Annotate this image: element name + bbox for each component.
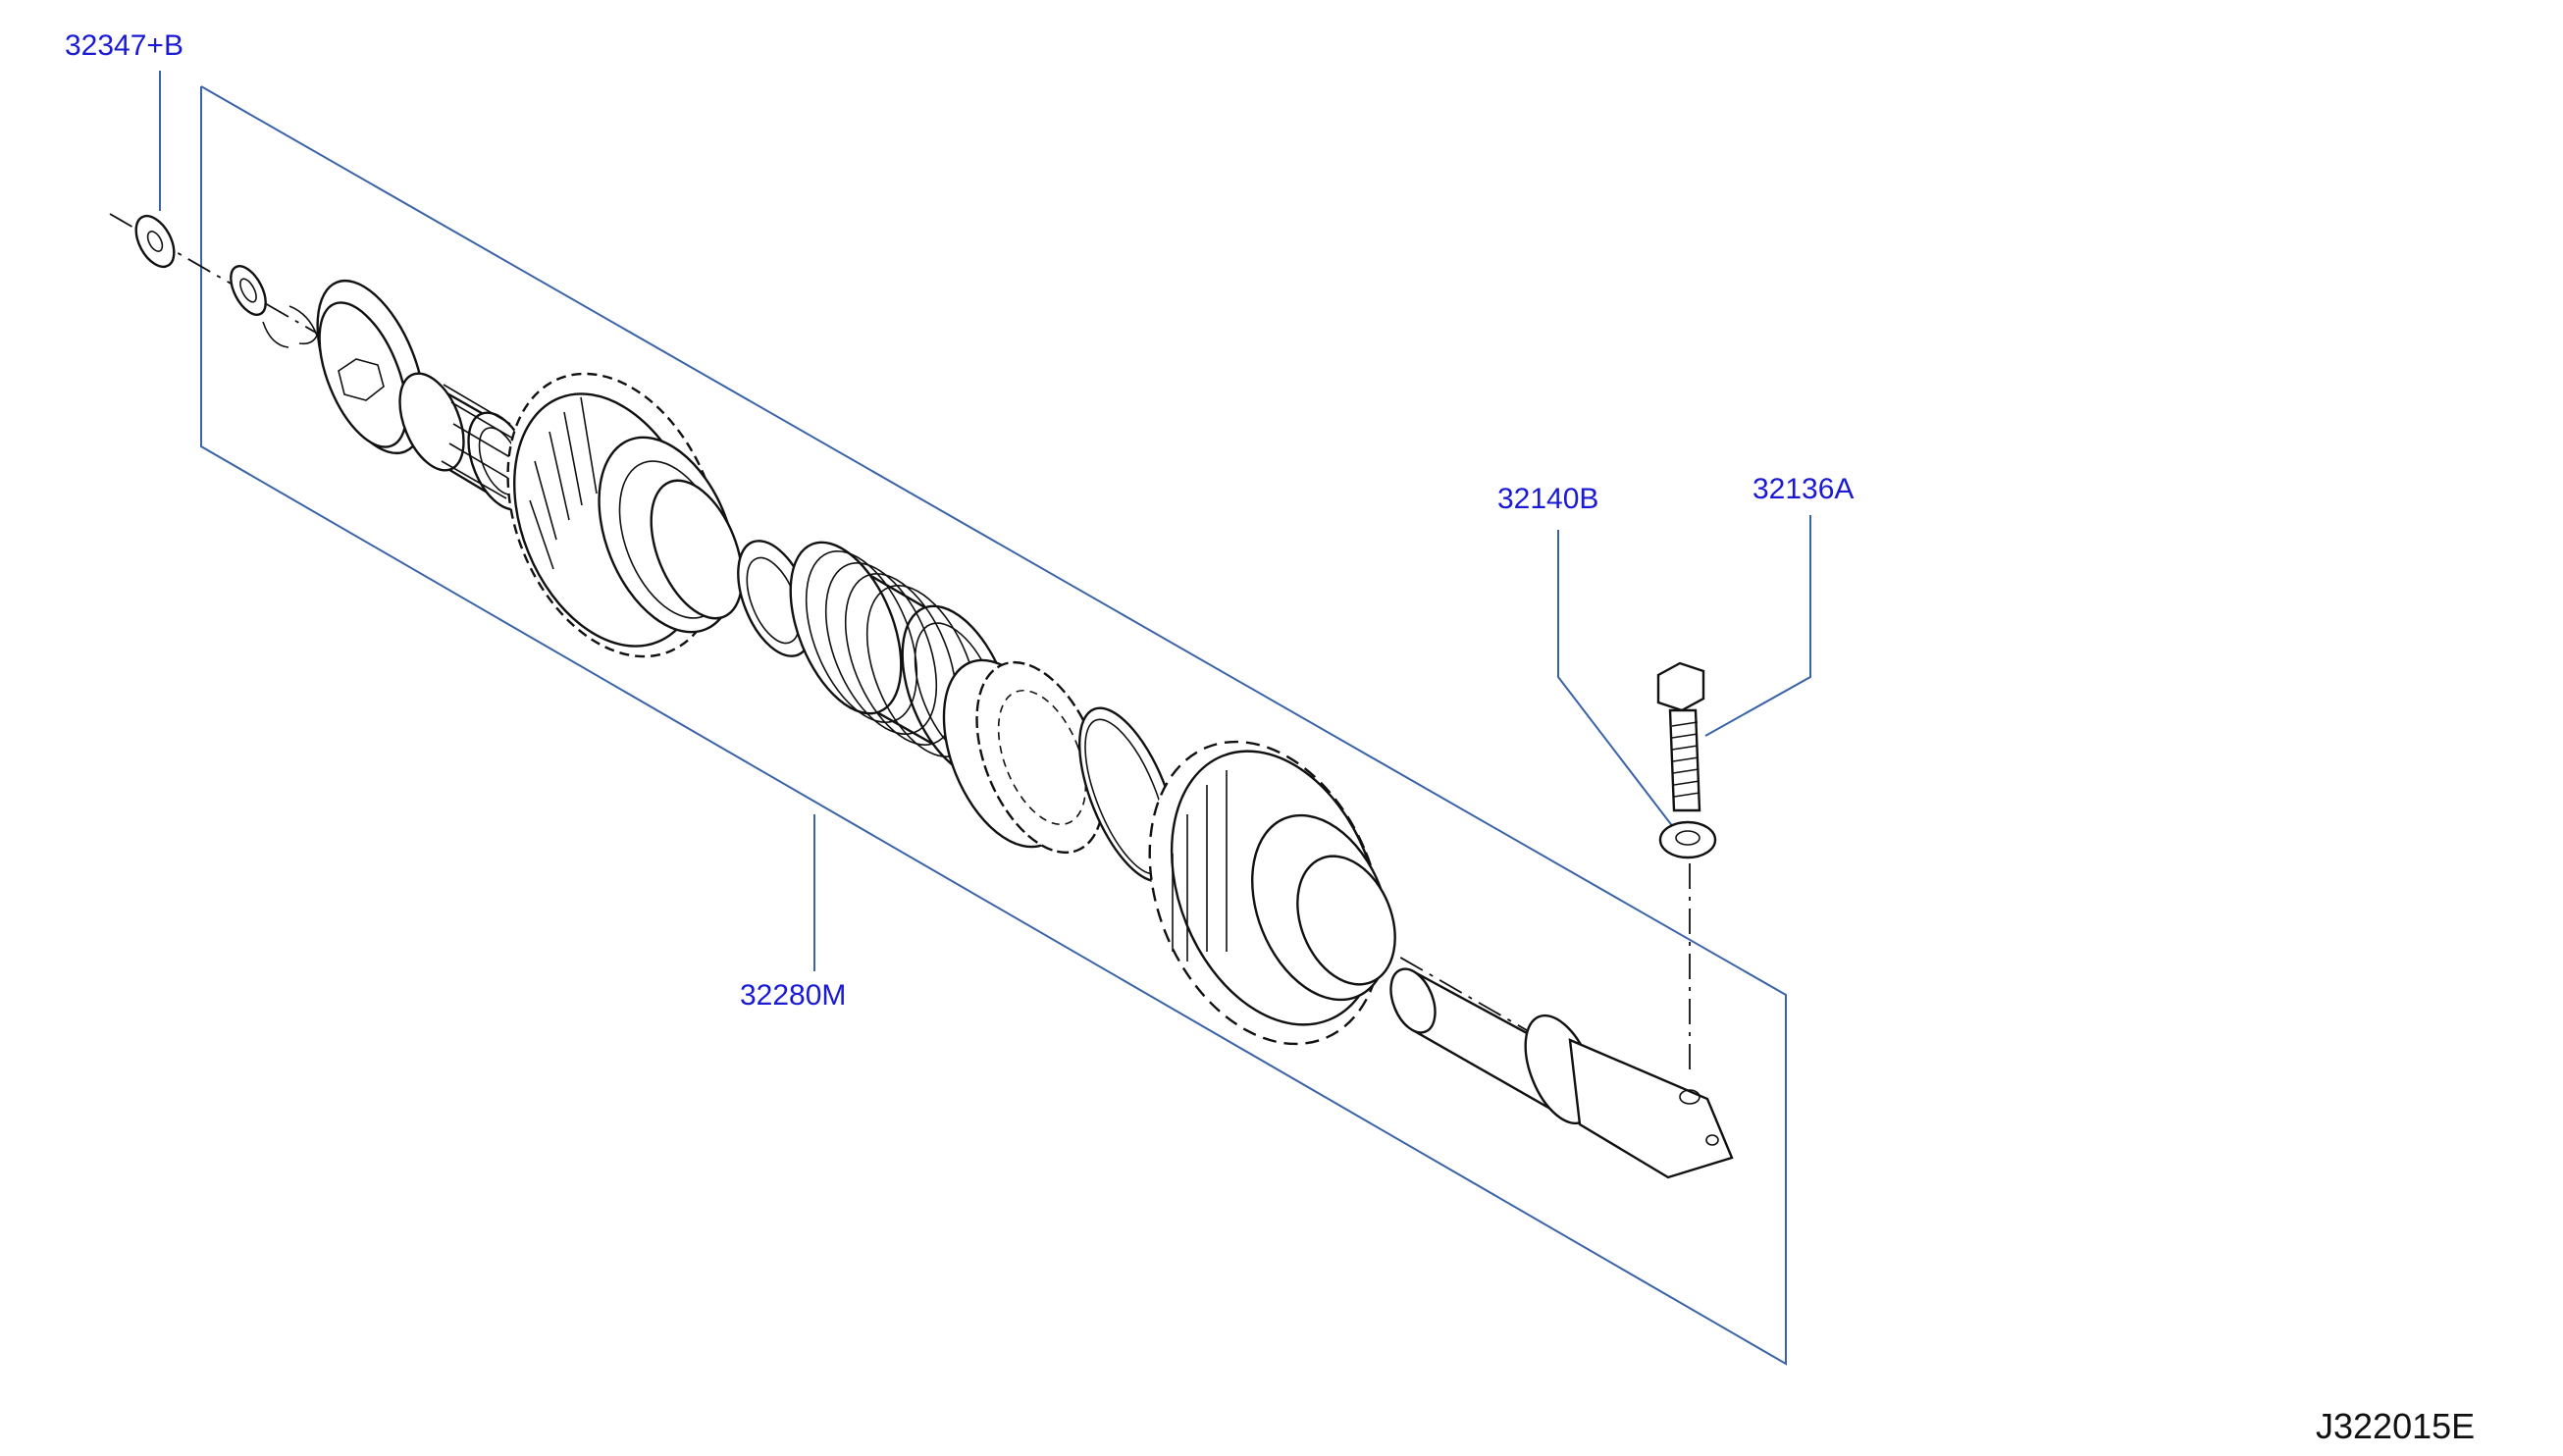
leader-32140b <box>1557 530 1681 837</box>
thrust-plate-icon <box>316 279 426 455</box>
part-number-32280m: 32280M <box>740 979 847 1012</box>
hub-icon <box>942 658 1105 855</box>
part-number-32140b: 32140B <box>1497 483 1599 515</box>
lock-washer-icon <box>1658 820 1717 859</box>
leader-32136a <box>1704 515 1811 737</box>
part-number-32347b: 32347+B <box>65 29 183 62</box>
bolt-icon <box>1656 661 1705 812</box>
assembly-bracket-32280m <box>200 85 1787 1366</box>
snap-ring-icon <box>230 265 318 348</box>
leader-lines <box>159 71 1811 1366</box>
helical-gear-icon <box>506 372 744 658</box>
part-number-32136a: 32136A <box>1752 473 1855 505</box>
drawing-code: J322015E <box>2316 1406 2476 1446</box>
reverse-idler-shaft-icon <box>1389 967 1734 1179</box>
spur-gear-icon <box>1148 740 1396 1046</box>
thrust-washer-icon <box>134 214 176 269</box>
